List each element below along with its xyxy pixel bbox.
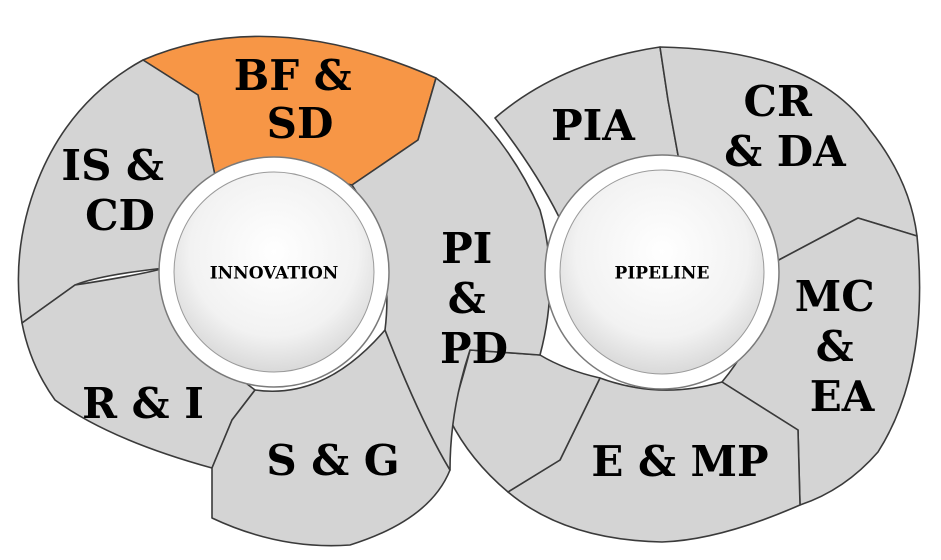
pipeline-hub-label: PIPELINE [615, 264, 710, 284]
pipeline-hub: PIPELINE [544, 154, 780, 390]
segment-label-s-g: S & G [266, 436, 399, 485]
segment-label-r-i: R & I [82, 379, 204, 428]
segment-e-mp [507, 377, 801, 543]
segment-label-cr-da: CR & DA [724, 77, 847, 176]
segment-label-pi-pd: PI & PD [440, 224, 508, 373]
innovation-hub: INNOVATION [158, 156, 390, 388]
segment-label-pia: PIA [551, 101, 636, 150]
segment-label-is-cd: IS & CD [61, 141, 178, 240]
segment-label-mc-ea: MC & EA [795, 272, 890, 421]
segment-label-bf-sd: BF & SD [234, 51, 366, 148]
innovation-ring [17, 35, 551, 547]
innovation-hub-label: INNOVATION [210, 264, 339, 284]
segment-label-e-mp: E & MP [591, 437, 768, 486]
